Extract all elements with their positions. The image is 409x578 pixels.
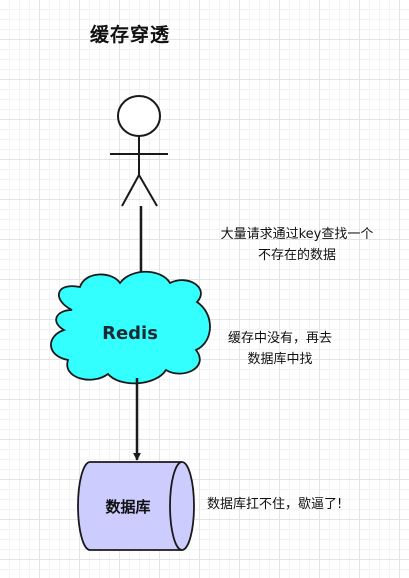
database-label: 数据库: [105, 498, 151, 516]
note-cache-miss-line-1: 缓存中没有，再去: [227, 331, 332, 346]
stick-figure-user-icon: [110, 95, 168, 207]
note-db-down: 数据库扛不住，歇逼了!: [207, 494, 399, 515]
note-db-down-line-1: 数据库扛不住，歇逼了!: [207, 497, 343, 512]
cache-label: Redis: [102, 323, 158, 344]
note-request-line-1: 大量请求通过key查找一个: [220, 227, 374, 242]
cloud-shape: [50, 270, 211, 385]
diagram-title: 缓存穿透: [90, 24, 171, 46]
note-cache-miss: 缓存中没有，再去 数据库中找: [205, 328, 355, 370]
note-request: 大量请求通过key查找一个 不存在的数据: [196, 224, 398, 266]
note-request-line-2: 不存在的数据: [257, 248, 336, 263]
note-cache-miss-line-2: 数据库中找: [247, 352, 313, 367]
cylinder-shape: [77, 461, 195, 551]
